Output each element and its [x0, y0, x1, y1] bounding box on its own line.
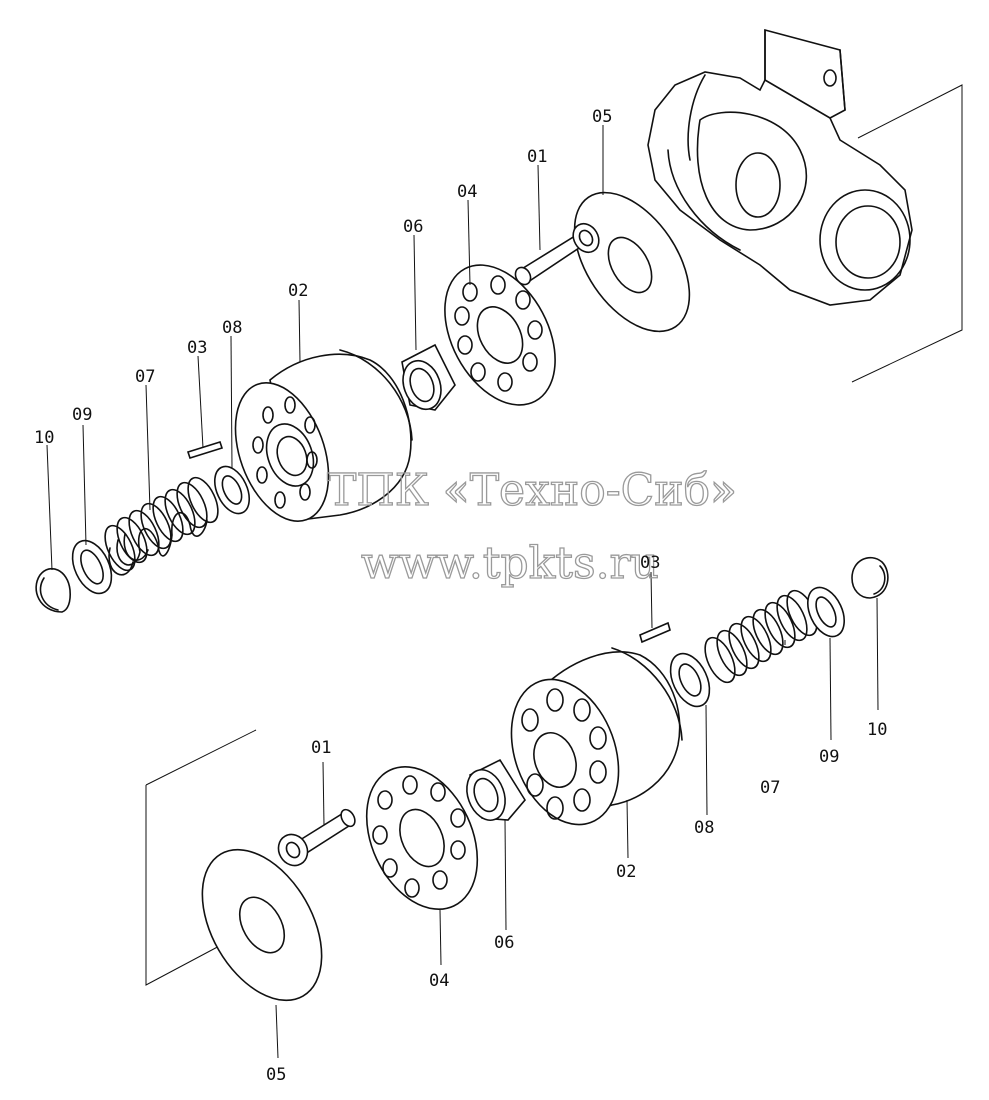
label-lower-06: 06	[494, 933, 514, 953]
assembly-bracket-upper	[851, 84, 963, 383]
upper-key-03	[186, 441, 224, 459]
label-upper-06: 06	[403, 217, 423, 237]
label-upper-07: 07	[135, 367, 155, 387]
upper-washer-08	[213, 465, 251, 515]
housing-casing	[647, 28, 913, 306]
label-upper-03: 03	[187, 338, 207, 358]
label-lower-08: 08	[694, 818, 714, 838]
watermark-url: www.tpkts.ru	[361, 538, 659, 589]
label-upper-10: 10	[34, 428, 54, 448]
lower-cylinder-block-02	[510, 647, 683, 826]
upper-washer-09	[71, 539, 113, 595]
upper-retainer-plate-04	[444, 264, 556, 406]
lower-pin-01	[277, 808, 356, 867]
lower-swash-plate-05	[201, 848, 323, 1002]
label-lower-09: 09	[819, 747, 839, 767]
label-upper-02: 02	[288, 281, 308, 301]
label-upper-08: 08	[222, 318, 242, 338]
lower-washer-09	[807, 586, 845, 638]
lower-spring-07	[704, 589, 818, 684]
lower-snap-ring-10	[851, 556, 889, 599]
upper-pin-01	[514, 222, 600, 286]
label-upper-01: 01	[527, 147, 547, 167]
assembly-bracket-lower	[145, 729, 257, 986]
label-lower-04: 04	[429, 971, 449, 991]
watermark-company: ТПК «Техно-Сиб»	[327, 465, 737, 516]
label-lower-10: 10	[867, 720, 887, 740]
label-upper-09: 09	[72, 405, 92, 425]
lower-key-03	[639, 621, 671, 644]
label-lower-01: 01	[311, 738, 331, 758]
upper-cylinder-block-02	[234, 349, 413, 522]
upper-leader-lines	[46, 125, 604, 571]
lower-washer-08	[669, 652, 711, 708]
upper-snap-ring-10	[35, 567, 71, 613]
label-lower-03: 03	[640, 553, 660, 573]
upper-swash-plate-05	[573, 191, 691, 333]
label-lower-05: 05	[266, 1065, 286, 1085]
label-upper-05: 05	[592, 107, 612, 127]
label-lower-07: 07	[760, 778, 780, 798]
upper-bushing-06	[401, 343, 456, 411]
lower-leader-lines	[275, 571, 879, 1059]
lower-retainer-plate-04	[365, 766, 479, 910]
upper-spring-07	[104, 476, 219, 576]
label-upper-04: 04	[457, 182, 477, 202]
label-lower-02: 02	[616, 862, 636, 882]
lower-bushing-06	[466, 758, 526, 821]
